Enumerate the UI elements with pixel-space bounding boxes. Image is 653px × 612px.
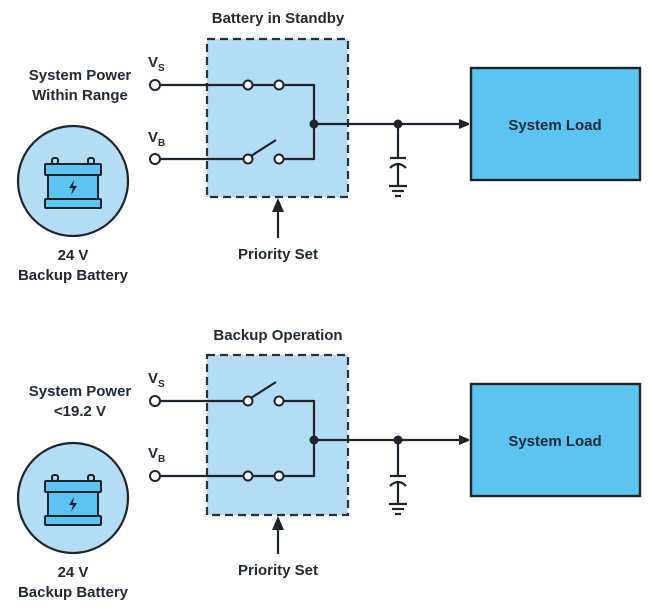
panel-title: Battery in Standby <box>212 10 345 27</box>
vs-switch-open <box>250 381 277 399</box>
battery-label-line2: Backup Battery <box>18 267 129 284</box>
vb-label: VB <box>148 129 165 149</box>
system-load-label: System Load <box>508 117 601 134</box>
battery-label-line1: 24 V <box>58 564 89 581</box>
source-label-line1: System Power <box>29 383 132 400</box>
vb-switch-contact-b <box>273 153 285 165</box>
vb-label: VB <box>148 445 165 465</box>
priority-arrow-icon <box>272 516 284 530</box>
vb-switch-contact-a <box>242 153 254 165</box>
priority-label: Priority Set <box>238 562 318 579</box>
panel-title: Backup Operation <box>213 327 342 344</box>
vs-switch-contact-b <box>273 395 285 407</box>
vs-terminal <box>149 79 161 91</box>
vs-switch-contact-a <box>242 395 254 407</box>
vb-switch-open <box>250 139 277 157</box>
source-label-line2: <19.2 V <box>54 403 106 420</box>
battery-label-line1: 24 V <box>58 247 89 264</box>
capacitor-ground-icon <box>389 124 407 198</box>
vb-terminal <box>149 470 161 482</box>
vb-switch-contact-a <box>242 470 254 482</box>
battery-label-line2: Backup Battery <box>18 584 129 601</box>
vs-label: VS <box>148 370 165 390</box>
source-label-line1: System Power <box>29 67 132 84</box>
system-load-block <box>469 382 642 498</box>
battery-icon <box>16 124 130 238</box>
source-label-line2: Within Range <box>32 87 128 104</box>
priority-label: Priority Set <box>238 246 318 263</box>
priority-switch-block <box>205 37 350 199</box>
vb-switch-contact-b <box>273 470 285 482</box>
panel-battery-standby: Battery in Standby System Power Within R… <box>16 10 642 284</box>
system-load-label: System Load <box>508 433 601 450</box>
capacitor-ground-icon <box>389 440 407 516</box>
vb-terminal <box>149 153 161 165</box>
priority-arrow-icon <box>272 198 284 212</box>
vs-switch-contact-a <box>242 79 254 91</box>
system-load-block <box>469 66 642 182</box>
vs-switch-contact-b <box>273 79 285 91</box>
vs-label: VS <box>148 54 165 74</box>
battery-icon <box>16 441 130 555</box>
vs-terminal <box>149 395 161 407</box>
panel-backup-operation: Backup Operation System Power <19.2 V VS… <box>16 327 642 601</box>
priority-switch-block <box>205 353 350 517</box>
